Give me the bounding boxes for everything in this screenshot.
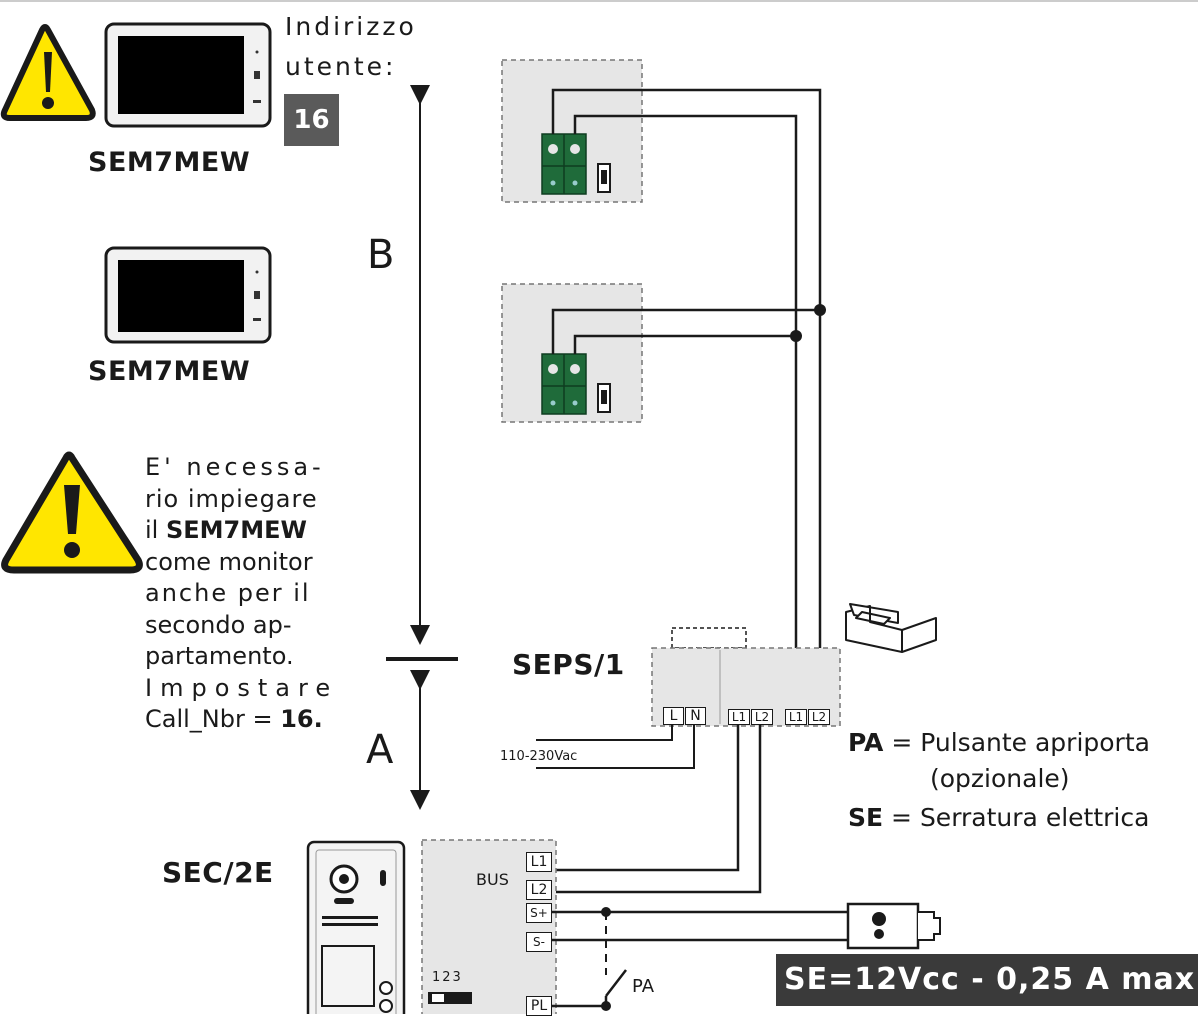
note-line: Impostare — [145, 673, 339, 702]
note-text: E' necessa- rio impiegare il SEM7MEW com… — [145, 452, 353, 736]
legend-se: SE = Serratura elettrica — [848, 799, 1149, 837]
legend-abbr: SE — [848, 803, 884, 832]
terminal-l1-out: L1 — [728, 709, 750, 725]
segment-b-label: B — [367, 232, 395, 278]
bus-label: BUS — [476, 870, 509, 889]
warning-icon — [1, 451, 143, 574]
legend-text: = Pulsante apriporta — [891, 728, 1150, 757]
note-prefix: il — [145, 516, 159, 544]
warning-icon — [0, 24, 96, 121]
power-supply-name: SEPS/1 — [512, 648, 625, 681]
monitor-1-model: SEM7MEW — [88, 147, 251, 178]
note-value: 16. — [280, 705, 323, 733]
note-line: Call_Nbr = 16. — [145, 704, 353, 736]
note-line: partamento. — [145, 642, 294, 670]
din-module-icon — [845, 603, 937, 653]
address-label-line1: Indirizzo — [285, 12, 417, 41]
terminal-l1-in: L1 — [785, 709, 807, 725]
legend-abbr: PA — [848, 728, 884, 757]
door-station-name: SEC/2E — [162, 856, 274, 889]
terminal-n: N — [685, 707, 706, 725]
door-terminal-l2: L2 — [526, 880, 552, 900]
note-line: come monitor — [145, 547, 313, 576]
monitor-1 — [104, 22, 272, 128]
segment-a-label: A — [366, 727, 394, 773]
door-station — [306, 839, 557, 1014]
terminal-l2-in: L2 — [808, 709, 830, 725]
pa-label: PA — [632, 976, 655, 997]
note-model: SEM7MEW — [165, 516, 307, 544]
monitor-2-model: SEM7MEW — [88, 356, 251, 387]
electric-lock-icon — [846, 902, 941, 950]
door-terminal-l1: L1 — [526, 852, 552, 872]
note-line: il SEM7MEW — [145, 515, 353, 547]
door-terminal-s-minus: S- — [526, 932, 552, 952]
monitor-terminal-box-2 — [501, 283, 643, 423]
riser-wires — [552, 724, 762, 894]
mains-label: 110-230Vac — [500, 749, 578, 764]
legend-text: = Serratura elettrica — [891, 803, 1150, 832]
terminal-l2-out: L2 — [751, 709, 773, 725]
terminal-l: L — [663, 707, 684, 725]
legend-pa: PA = Pulsante apriporta — [848, 724, 1150, 762]
monitor-terminal-box-1 — [501, 59, 643, 203]
door-terminal-pl: PL — [526, 996, 552, 1016]
note-prefix: Call_Nbr = — [145, 705, 273, 733]
note-line: secondo ap- — [145, 610, 292, 639]
address-value: 16 — [284, 94, 339, 146]
legend-pa-note: (opzionale) — [930, 764, 1070, 793]
address-label-line2: utente: — [285, 52, 397, 81]
dip-switch-label: 123 — [432, 970, 463, 985]
door-terminal-s-plus: S+ — [526, 903, 552, 923]
note-line: anche per il — [145, 579, 311, 607]
lock-spec-banner: SE=12Vcc - 0,25 A max — [776, 954, 1198, 1006]
monitor-2 — [104, 246, 272, 344]
note-line: rio impiegare — [145, 484, 318, 513]
note-line: E' necessa- — [145, 453, 325, 481]
bus-wires — [551, 88, 822, 710]
